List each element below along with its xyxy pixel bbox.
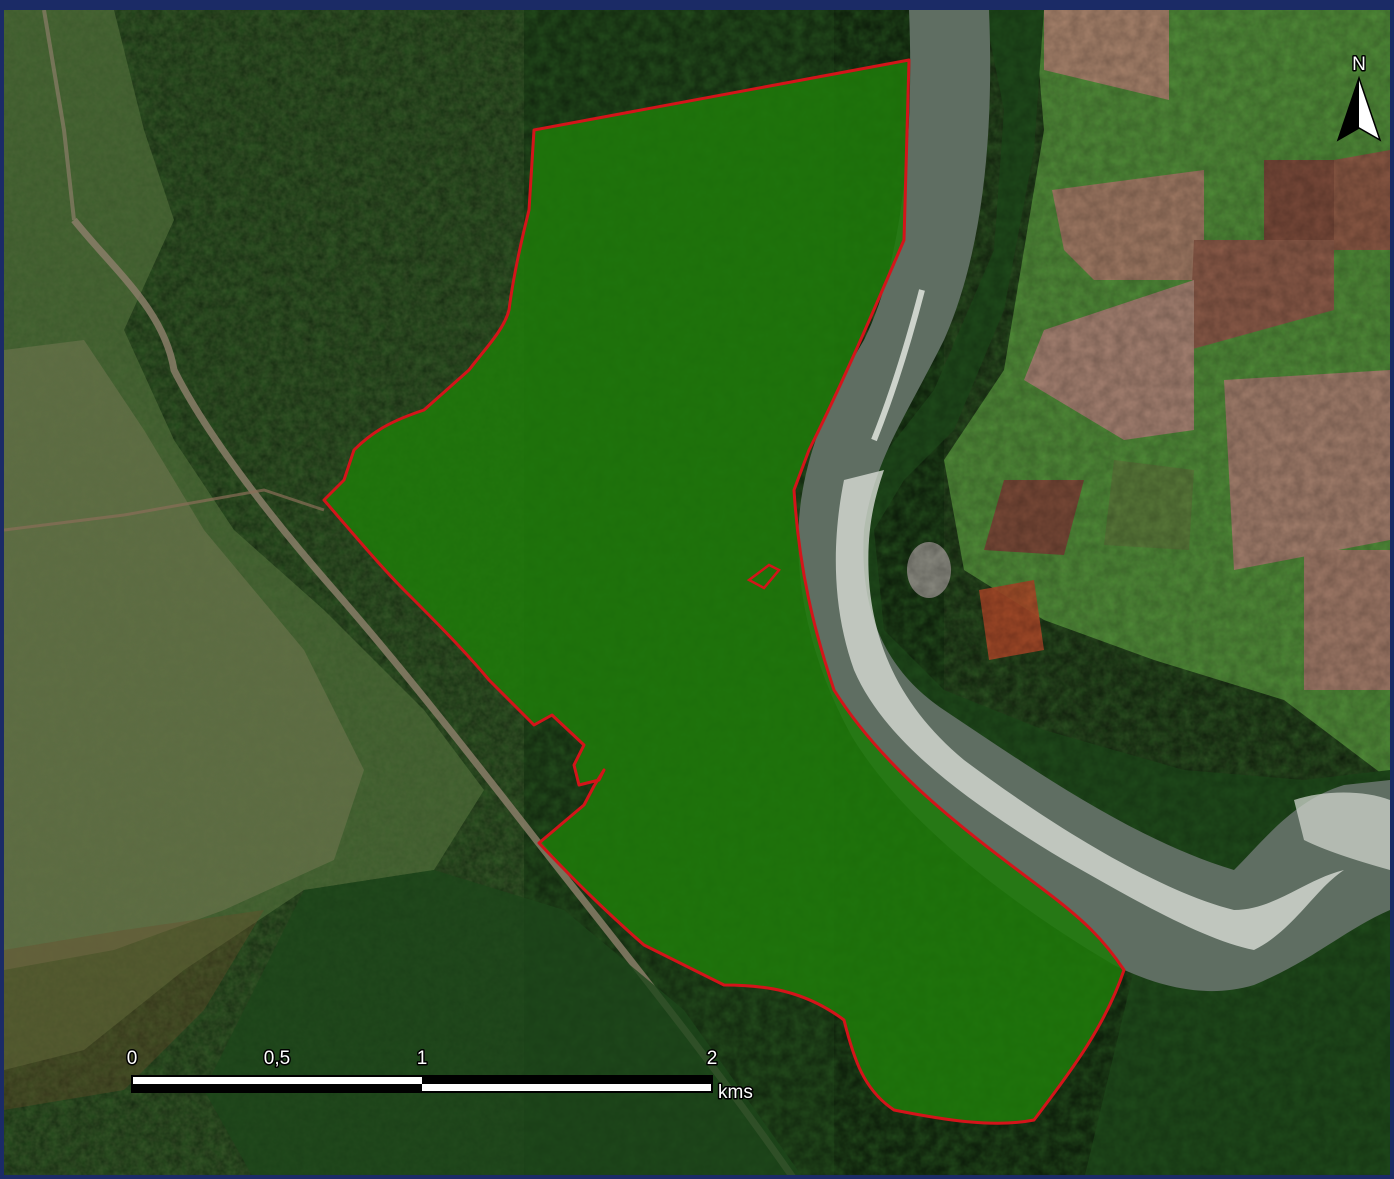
scale-bar-segment xyxy=(132,1076,422,1084)
secondary-road xyxy=(4,488,325,532)
scale-bar: 0 0,5 1 2 kms xyxy=(125,1047,754,1105)
red-soil-patches xyxy=(4,910,264,1110)
scale-label-1: 1 xyxy=(417,1048,428,1069)
boat-wake xyxy=(871,289,925,442)
study-area-polygon xyxy=(322,58,1126,1125)
scale-label-2: 2 xyxy=(707,1048,718,1069)
river-rapids xyxy=(1294,792,1390,870)
secondary-road xyxy=(42,10,76,221)
river-rapids xyxy=(835,470,1344,950)
scale-bar-segment xyxy=(422,1084,712,1092)
study-area-inner-parcel xyxy=(746,563,781,590)
map-canvas: N 0 0,5 1 2 kms xyxy=(4,10,1390,1175)
north-label: N xyxy=(1352,54,1366,75)
scale-label-0: 0 xyxy=(127,1048,138,1069)
scale-bar-outline xyxy=(131,1075,713,1093)
scale-bar-segment xyxy=(422,1076,712,1084)
forest-south xyxy=(204,870,802,1175)
scale-label-half: 0,5 xyxy=(264,1048,290,1069)
scale-bar-segment xyxy=(132,1084,422,1092)
north-arrow-icon-dark-half xyxy=(1338,78,1359,140)
main-road xyxy=(71,217,796,1175)
north-arrow: N xyxy=(1336,53,1382,142)
scale-unit: kms xyxy=(718,1082,753,1103)
